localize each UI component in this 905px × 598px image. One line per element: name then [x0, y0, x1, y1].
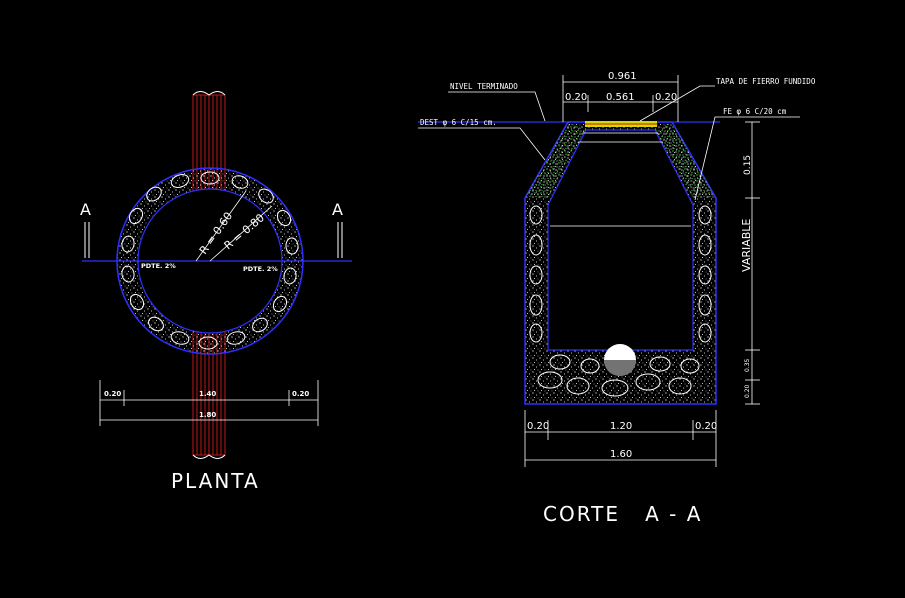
section-dim-top-left: 0.20: [565, 92, 587, 103]
section-title: CORTE A - A: [543, 502, 702, 526]
label-rebar-right: FE φ 6 C/20 cm: [723, 107, 787, 116]
section-marker-left-label: A: [80, 200, 91, 219]
cone-gravel-left: [525, 122, 585, 198]
label-finished-level: NIVEL TERMINADO: [450, 82, 518, 91]
section-dim-bottom-left: 0.20: [527, 421, 549, 432]
plan-radius-line-2: [209, 205, 273, 262]
section-view: NIVEL TERMINADO TAPA DE FIERRO FUNDIDO D…: [418, 71, 816, 526]
section-dim-top-total: 0.961: [608, 71, 637, 82]
section-marker-right-label: A: [332, 200, 343, 219]
plan-dimensions: [99, 380, 319, 426]
leader-rebar-left: [418, 127, 546, 161]
plan-dim-left: 0.20: [104, 390, 121, 398]
section-dim-bottom-middle: 1.20: [610, 421, 632, 432]
cone-gravel-right: [655, 122, 716, 198]
section-dim-height-top: 0.15: [743, 155, 753, 175]
slope-label-left: PDTE. 2%: [141, 262, 176, 270]
wall-stones: [529, 205, 712, 397]
section-bottom-dimensions: [524, 410, 717, 467]
leader-finished-level: [448, 91, 546, 122]
leader-cover: [639, 85, 715, 122]
label-rebar-left: DEST φ 6 C/15 cm.: [420, 118, 497, 127]
plan-dim-middle: 1.40: [199, 390, 216, 398]
section-dim-height-variable: VARIABLE: [740, 219, 753, 272]
slope-label-right: PDTE. 2%: [243, 265, 278, 273]
plan-dim-total: 1.80: [199, 411, 216, 419]
section-dim-bottom-total: 1.60: [610, 449, 632, 460]
section-marker-left: A: [80, 200, 91, 258]
manhole-inner-chamber: [547, 129, 694, 351]
section-dim-height-base2: 0.20: [744, 384, 751, 398]
plan-view: R = 0.60 R = 0.80 PDTE. 2% PDTE. 2% A A …: [80, 91, 352, 493]
section-dim-top-middle: 0.561: [606, 92, 635, 103]
plan-title: PLANTA: [171, 469, 260, 493]
section-dim-top-right: 0.20: [655, 92, 677, 103]
plan-dim-right: 0.20: [292, 390, 309, 398]
section-vertical-dimensions: [745, 121, 760, 405]
plan-radius-line: [195, 190, 247, 262]
cast-iron-cover: [585, 121, 657, 127]
pipe: [192, 91, 226, 459]
section-dim-height-base1: 0.35: [744, 358, 751, 372]
section-marker-right: A: [332, 200, 343, 258]
section-dim-bottom-right: 0.20: [695, 421, 717, 432]
section-top-dimensions: [562, 75, 679, 122]
label-cover: TAPA DE FIERRO FUNDIDO: [716, 77, 816, 86]
leader-rebar-right: [694, 116, 800, 201]
pipe-cross-section: [604, 344, 636, 376]
